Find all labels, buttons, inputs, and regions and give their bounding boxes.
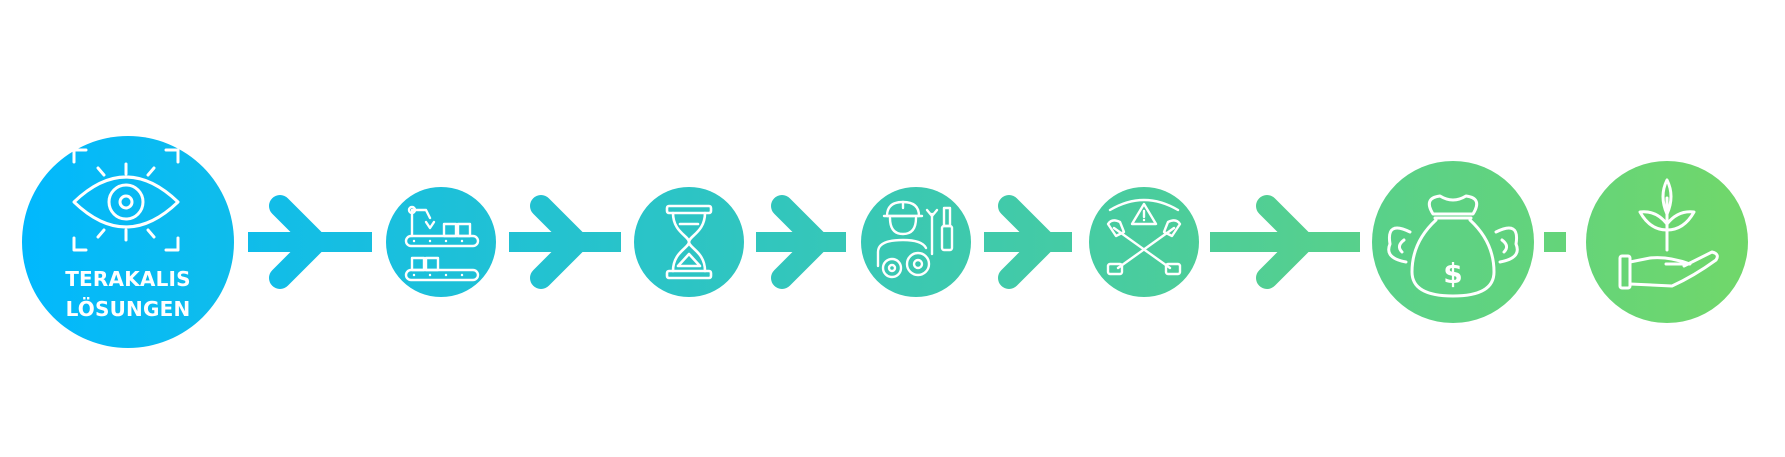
arrow-3-icon — [771, 195, 829, 289]
hourglass-icon — [665, 204, 713, 280]
arrow-5-icon — [1256, 195, 1314, 289]
arrow-1-icon — [269, 195, 327, 289]
hand-plant-icon — [1618, 178, 1719, 290]
connector-5 — [1210, 232, 1360, 252]
arrow-2-icon — [530, 195, 588, 289]
step-5-circle — [1089, 187, 1199, 297]
eye-icon — [72, 148, 180, 252]
step-1-circle — [22, 136, 234, 348]
money-bag-wings-icon: $ — [1387, 194, 1519, 298]
brand-label-line1: TERAKALIS — [65, 267, 191, 291]
arrow-heads — [269, 195, 1314, 289]
svg-text:$: $ — [1443, 257, 1462, 290]
crossed-tools-warning-icon — [1106, 198, 1182, 276]
connector-6 — [1544, 232, 1566, 252]
step-circles — [22, 136, 1748, 348]
conveyor-belt-icon — [404, 205, 480, 282]
worker-tools-icon — [876, 200, 954, 279]
arrow-4-icon — [998, 195, 1056, 289]
step-6-circle — [1372, 161, 1534, 323]
connector-bars — [248, 232, 1566, 252]
brand-label-line2: LÖSUNGEN — [65, 297, 191, 321]
